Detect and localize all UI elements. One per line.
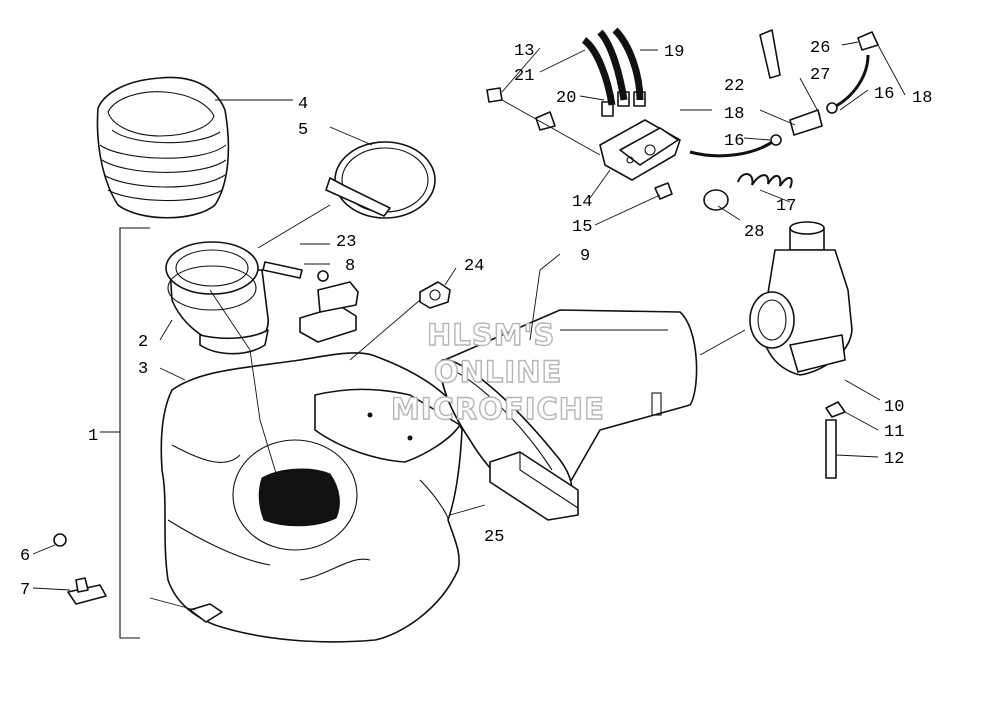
callout-25: 25 (484, 528, 504, 547)
callout-26: 26 (810, 39, 830, 58)
fuel-line (689, 29, 879, 158)
spring-and-clamp (703, 173, 793, 211)
callout-9: 9 (580, 247, 590, 266)
callout-22: 22 (724, 77, 744, 96)
leader-lines (32, 41, 906, 611)
air-silencer-box (160, 352, 463, 643)
fuel-hoses (581, 27, 644, 106)
callout-23: 23 (336, 233, 356, 252)
callout-28: 28 (744, 223, 764, 242)
watermark: HLSM'S ONLINE MICROFICHE (390, 317, 605, 426)
callout-20: 20 (556, 89, 576, 108)
bellows-boot (96, 76, 230, 219)
callout-5: 5 (298, 121, 308, 140)
hose-clamp (325, 141, 436, 219)
callout-27: 27 (810, 66, 830, 85)
callout-16a: 16 (724, 132, 744, 151)
callout-17: 17 (776, 197, 796, 216)
callout-12: 12 (884, 450, 904, 469)
intake-adapter (165, 241, 269, 355)
callout-7: 7 (20, 581, 30, 600)
watermark-line-1: HLSM'S (427, 318, 555, 352)
callout-3: 3 (138, 360, 148, 379)
callout-16b: 16 (874, 85, 894, 104)
callout-1: 1 (88, 427, 98, 446)
callout-19: 19 (664, 43, 684, 62)
assembly-bracket (119, 227, 150, 639)
callout-4: 4 (298, 95, 308, 114)
watermark-line-3: MICROFICHE (391, 392, 605, 426)
callout-10: 10 (884, 398, 904, 417)
foam-block (489, 451, 579, 521)
callout-24: 24 (464, 257, 484, 276)
watermark-line-2: ONLINE (434, 355, 562, 389)
callout-18a: 18 (724, 105, 744, 124)
callout-2: 2 (138, 333, 148, 352)
callout-14: 14 (572, 193, 592, 212)
jet-parts (825, 401, 846, 479)
callout-15: 15 (572, 218, 592, 237)
callout-21: 21 (514, 67, 534, 86)
strap-and-grommet (262, 261, 359, 343)
carburetor (749, 221, 853, 376)
callout-11: 11 (884, 423, 904, 442)
callout-6: 6 (20, 547, 30, 566)
fitting-24 (419, 281, 451, 309)
callout-labels: 1 2 3 4 5 6 7 8 9 10 11 12 13 14 15 16 1… (20, 39, 932, 600)
callout-18b: 18 (912, 89, 932, 108)
callout-13: 13 (514, 42, 534, 61)
small-parts (53, 87, 556, 605)
callout-8: 8 (345, 257, 355, 276)
fuel-pump (599, 91, 681, 200)
